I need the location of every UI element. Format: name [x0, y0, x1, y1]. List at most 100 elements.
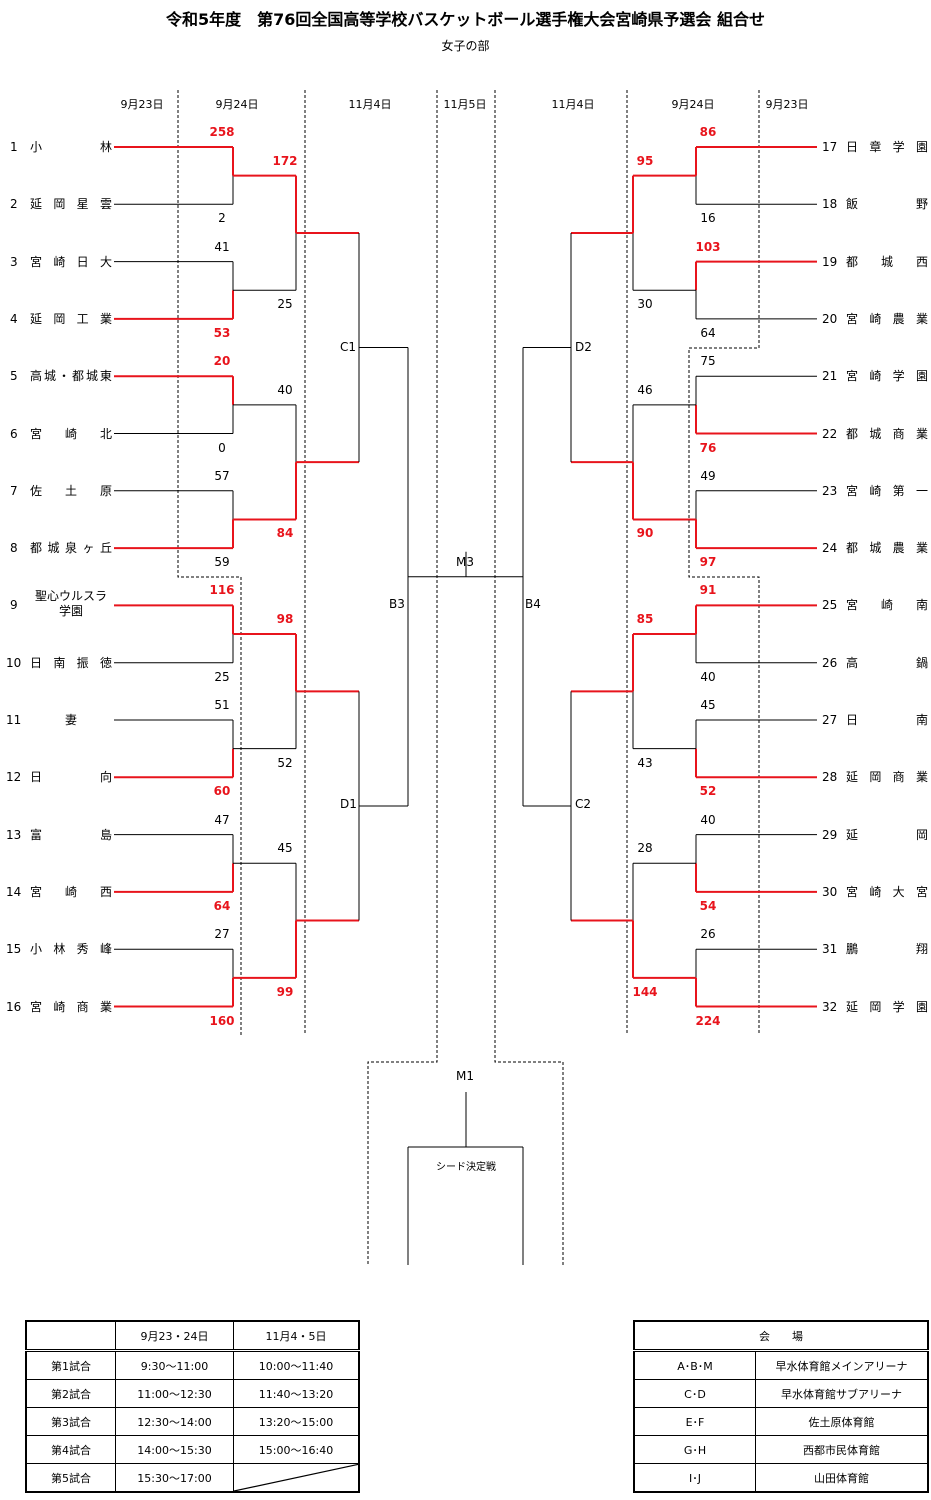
team-number: 6 [10, 426, 18, 441]
venue-name: 佐土原体育館 [755, 1407, 929, 1436]
date-left-round2: 9月24日 [215, 98, 259, 111]
losing-score: 40 [700, 812, 716, 827]
venue-row: E･F 佐土原体育館 [633, 1407, 929, 1436]
venue-name: 西都市民体育館 [755, 1435, 929, 1464]
losing-score: 59 [214, 555, 230, 570]
losing-score: 49 [700, 468, 716, 483]
sept-time: 14:00〜15:30 [115, 1435, 234, 1464]
team-number: 16 [6, 999, 22, 1014]
sept-time: 15:30〜17:00 [115, 1463, 234, 1493]
winning-score: 64 [213, 898, 231, 913]
team-number: 12 [6, 770, 22, 785]
winning-score: 53 [213, 325, 231, 340]
schedule-row: 第4試合 14:00〜15:30 15:00〜16:40 [25, 1435, 360, 1464]
winning-score: 97 [699, 555, 717, 570]
team-number: 32 [822, 999, 838, 1014]
team-name: 延岡工業 [30, 311, 112, 326]
date-right-round2: 9月24日 [671, 98, 715, 111]
match-label-d2: D2 [575, 340, 592, 354]
date-right-round3: 11月4日 [551, 98, 595, 111]
venue-name: 山田体育館 [755, 1463, 929, 1493]
divider-center-right [494, 90, 564, 1265]
match-label-c1: C1 [340, 340, 357, 354]
schedule-header-row: 9月23・24日 11月4・5日 [25, 1320, 360, 1352]
team-entry: 9 聖心ウルスラ学園 [0, 589, 114, 618]
date-center: 11月5日 [443, 98, 487, 111]
team-name: 都城泉ヶ丘 [30, 541, 112, 556]
schedule-header-sept: 9月23・24日 [115, 1320, 234, 1352]
venue-code: C･D [633, 1379, 756, 1408]
winning-score: 84 [276, 526, 294, 541]
team-number: 14 [6, 884, 22, 899]
game-label: 第5試合 [25, 1463, 116, 1493]
venue-code: G･H [633, 1435, 756, 1464]
team-number: 5 [10, 369, 18, 384]
team-number: 8 [10, 541, 18, 556]
winning-score: 103 [695, 239, 721, 254]
page-title: 令和5年度 第76回全国高等学校バスケットボール選手権大会宮崎県予選会 組合せ [166, 10, 765, 29]
divider-center-left [367, 90, 438, 1265]
team-name: 都城農業 [846, 541, 928, 556]
losing-score: 43 [637, 755, 653, 770]
team-number: 17 [822, 140, 838, 154]
schedule-row: 第5試合 15:30〜17:00 [25, 1463, 360, 1493]
venue-header-row: 会 場 [633, 1320, 929, 1352]
team-number: 11 [6, 713, 22, 727]
team-name: 高鍋 [846, 655, 928, 670]
nov-time: 15:00〜16:40 [233, 1435, 360, 1464]
losing-score: 47 [214, 812, 230, 827]
winning-score: 90 [636, 526, 654, 541]
venue-table: 会 場 A･B･M 早水体育館メインアリーナ C･D 早水体育館サブアリーナ E… [633, 1320, 929, 1493]
team-number: 27 [822, 713, 838, 727]
nov-time-empty-slashed [233, 1463, 360, 1493]
team-number: 18 [822, 197, 838, 212]
losing-score: 25 [277, 297, 293, 312]
team-entry: 5 高城・都城東 [0, 368, 114, 384]
venue-code: I･J [633, 1463, 756, 1493]
team-name: 聖心ウルスラ学園 [34, 589, 107, 619]
team-number: 7 [10, 483, 18, 498]
team-number: 21 [822, 369, 838, 384]
winning-score: 86 [699, 125, 717, 139]
team-number: 3 [10, 254, 18, 269]
team-name: 小林秀峰 [30, 942, 112, 957]
winning-score: 172 [272, 153, 298, 168]
losing-score: 75 [700, 354, 716, 369]
losing-score: 64 [700, 325, 716, 340]
match-label-b4: B4 [525, 597, 541, 611]
diagonal-slash [234, 1464, 359, 1491]
venue-row: C･D 早水体育館サブアリーナ [633, 1379, 929, 1408]
team-number: 9 [10, 598, 18, 613]
team-number: 23 [822, 483, 838, 498]
schedule-row: 第2試合 11:00〜12:30 11:40〜13:20 [25, 1379, 360, 1408]
winning-score: 85 [636, 612, 654, 627]
losing-score: 51 [214, 698, 230, 712]
team-entry: 32 延岡学園 [820, 999, 931, 1015]
team-name: 日向 [30, 770, 112, 785]
losing-score: 16 [700, 211, 716, 226]
losing-score: 28 [637, 841, 653, 856]
nov-time: 11:40〜13:20 [233, 1379, 360, 1408]
losing-score: 41 [214, 239, 230, 254]
losing-score: 40 [277, 382, 293, 397]
match-label-m3: M3 [456, 555, 474, 569]
team-number: 1 [10, 140, 18, 154]
team-name: 高城・都城東 [30, 369, 112, 384]
team-name: 宮崎西 [30, 884, 112, 899]
match-label-b3: B3 [389, 597, 405, 611]
venue-name: 早水体育館サブアリーナ [755, 1379, 929, 1408]
team-name: 延岡学園 [846, 999, 928, 1014]
team-name: 小林 [30, 140, 112, 154]
losing-score: 45 [277, 841, 293, 856]
team-number: 24 [822, 541, 838, 556]
losing-score: 46 [637, 382, 653, 397]
